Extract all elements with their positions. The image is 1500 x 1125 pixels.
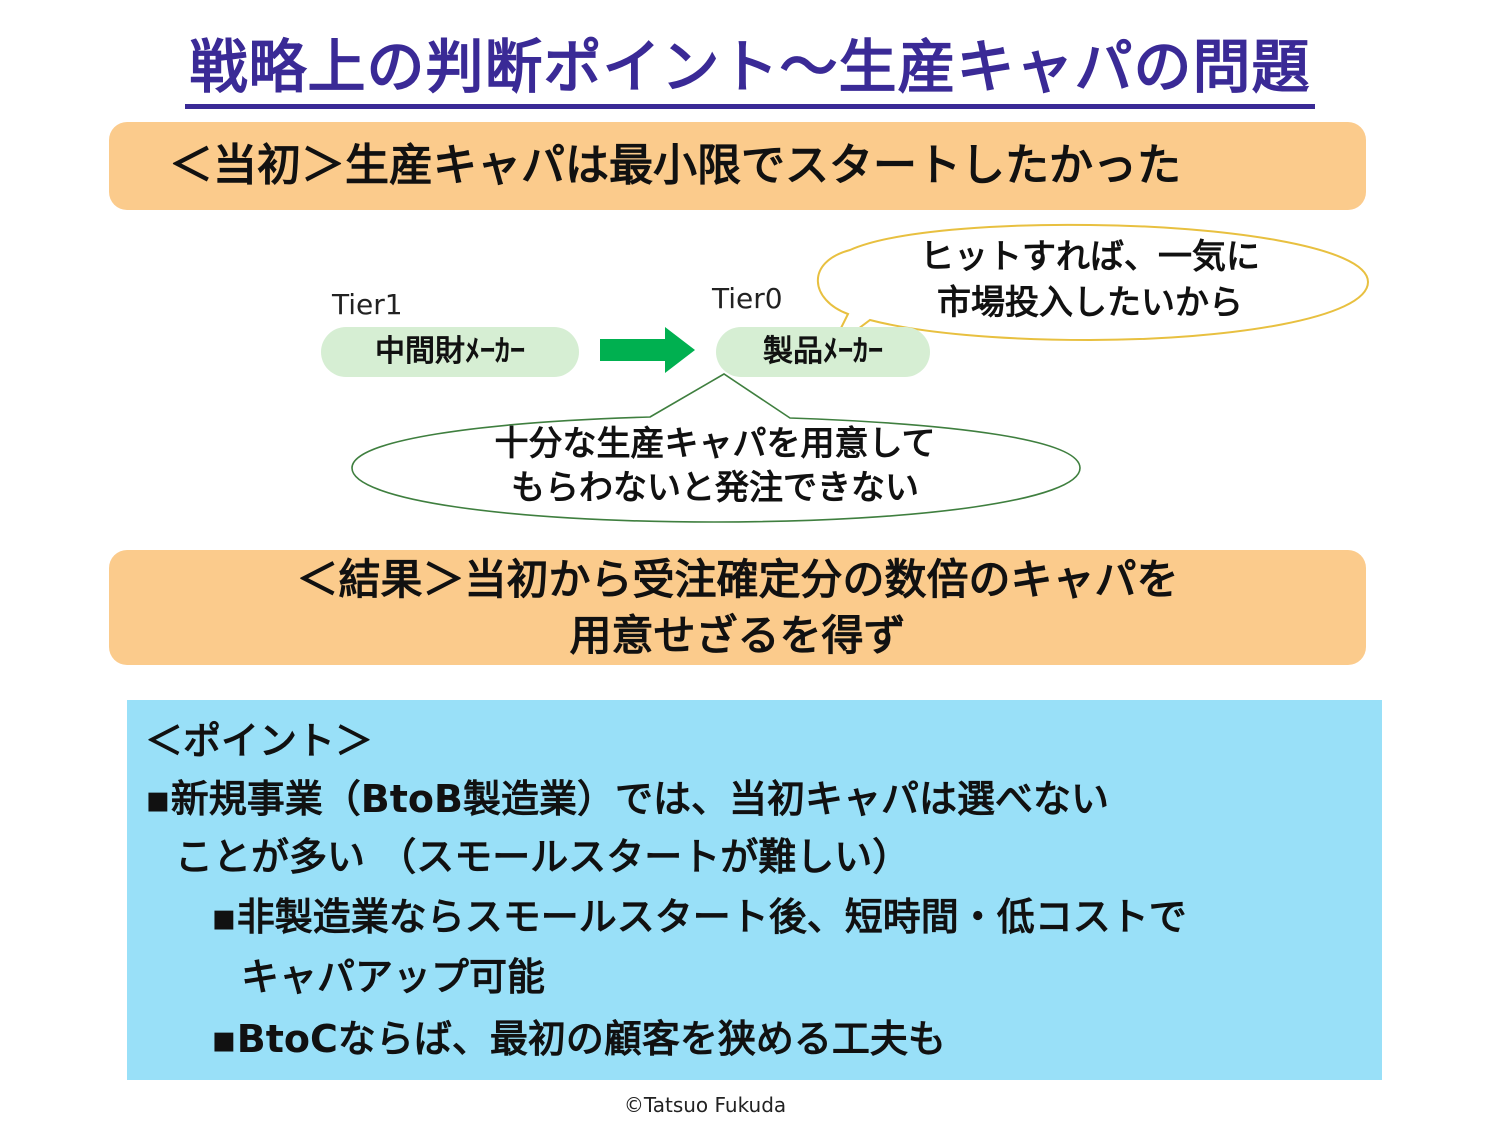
point-line-1: ▪新規事業（BtoB製造業）では、当初キャパは選べない [145, 777, 1109, 821]
point-line-5: ▪BtoCならば、最初の顧客を狭める工夫も [211, 1017, 946, 1061]
tier0-maker-name: 製品ﾒｰｶｰ [763, 334, 883, 369]
bottom-speech-bubble [351, 373, 1081, 523]
point-heading: ＜ポイント＞ [145, 719, 374, 763]
bottom-bubble-line1: 十分な生産キャパを用意して [494, 424, 936, 464]
result-band: ＜結果＞当初から受注確定分の数倍のキャパを 用意せざるを得ず [109, 550, 1366, 665]
tier1-maker-pill: 中間財ﾒｰｶｰ [321, 327, 579, 377]
result-line1: ＜結果＞当初から受注確定分の数倍のキャパを [296, 555, 1179, 604]
bottom-bubble-line2: もらわないと発注できない [511, 468, 919, 508]
bottom-bubble-text: 十分な生産キャパを用意して もらわないと発注できない [390, 422, 1040, 510]
top-speech-bubble [816, 223, 1370, 351]
point-line-3: ▪非製造業ならスモールスタート後、短時間・低コストで [211, 895, 1187, 939]
tier1-maker-name: 中間財ﾒｰｶｰ [375, 334, 525, 369]
top-bubble-line2: 市場投入したいから [937, 283, 1243, 323]
initial-band: ＜当初＞生産キャパは最小限でスタートしたかった [109, 122, 1366, 210]
initial-text: ＜当初＞生産キャパは最小限でスタートしたかった [169, 140, 1181, 191]
tier1-label: Tier1 [332, 288, 403, 321]
copyright: ©Tatsuo Fukuda [623, 1093, 787, 1117]
point-box: ＜ポイント＞ ▪新規事業（BtoB製造業）では、当初キャパは選べない ことが多い… [127, 700, 1382, 1080]
page-title-text: 戦略上の判断ポイント〜生産キャパの問題 [185, 30, 1315, 109]
tier0-maker-pill: 製品ﾒｰｶｰ [716, 327, 930, 377]
result-line2: 用意せざるを得ず [569, 611, 906, 660]
page-title: 戦略上の判断ポイント〜生産キャパの問題 [0, 30, 1500, 114]
tier0-label: Tier0 [712, 282, 783, 315]
point-line-2: ことが多い （スモールスタートが難しい） [175, 835, 911, 879]
top-bubble-text: ヒットすれば、一気に 市場投入したいから [860, 234, 1320, 326]
point-line-4: キャパアップ可能 [241, 955, 546, 999]
arrow-right-icon [600, 327, 695, 373]
top-bubble-line1: ヒットすれば、一気に [920, 237, 1260, 277]
